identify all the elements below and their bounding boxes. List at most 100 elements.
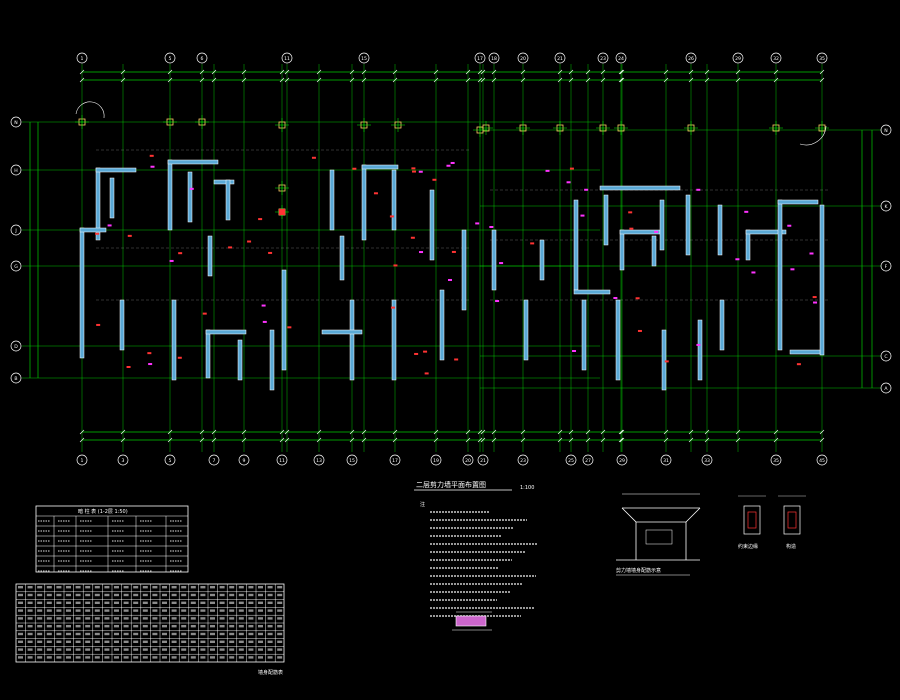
wall-mark	[566, 181, 571, 184]
wall-mark	[572, 350, 577, 353]
legend-title: 暗 柱 表 (1-2层 1:50)	[78, 508, 128, 515]
grid-bubble	[554, 52, 566, 64]
shear-wall	[603, 194, 609, 246]
wall-mark	[628, 211, 633, 214]
wall-mark	[454, 358, 459, 361]
wall-mark	[389, 215, 394, 218]
grid-bubble	[10, 260, 22, 272]
shear-wall	[361, 164, 367, 241]
section-caption: 剪力墙墙身配筋示意	[616, 567, 661, 574]
wall-mark	[247, 240, 252, 243]
grid-bubble	[10, 116, 22, 128]
grid-bubble-label: 1	[81, 458, 84, 464]
grid-bubble-label: 13	[316, 458, 322, 464]
detail-label-b: 构造	[786, 543, 796, 550]
wall-mark	[696, 188, 701, 191]
shear-wall	[685, 194, 691, 256]
wall-mark	[390, 306, 395, 309]
grid-bubble-label: 6	[201, 56, 204, 62]
wall-mark	[751, 271, 756, 274]
grid-bubble-label: 20	[520, 56, 526, 62]
shear-wall	[187, 171, 193, 223]
wall-mark	[373, 192, 378, 195]
wall-mark	[262, 320, 267, 323]
detail-label-a: 约束边缘	[738, 543, 758, 550]
shear-wall	[719, 299, 725, 351]
shear-wall	[717, 204, 723, 256]
grid-bubble	[660, 454, 672, 466]
wall-mark	[202, 312, 207, 315]
shear-wall	[329, 169, 335, 231]
grid-bubble-label: 25	[568, 458, 574, 464]
shear-wall	[237, 339, 243, 381]
grid-bubble-label: 24	[618, 56, 624, 62]
grid-bubble	[880, 200, 892, 212]
grid-bubble	[816, 454, 828, 466]
grid-bubble-label: 33	[704, 458, 710, 464]
wall-mark	[96, 323, 101, 326]
shear-wall	[777, 199, 819, 205]
wall-mark	[424, 372, 429, 375]
wall-mark	[228, 246, 233, 249]
shear-wall	[79, 227, 85, 359]
shear-wall	[659, 199, 665, 251]
shear-wall	[745, 229, 787, 235]
shear-wall	[349, 299, 355, 381]
grid-bubble-label: 35	[773, 458, 779, 464]
grid-bubble	[281, 52, 293, 64]
grid-bubble	[76, 52, 88, 64]
grid-bubble	[880, 260, 892, 272]
grid-bubble-label: 1	[81, 56, 84, 62]
shear-wall	[207, 235, 213, 277]
wall-mark	[637, 329, 642, 332]
grid-bubble-label: 23	[520, 458, 526, 464]
wall-mark	[790, 268, 795, 271]
grid-bubble-label: D	[14, 344, 18, 350]
shear-wall	[79, 227, 107, 233]
grid-bubble-label: 21	[557, 56, 563, 62]
grid-bubble	[238, 454, 250, 466]
grid-bubble	[430, 454, 442, 466]
wall-mark	[613, 297, 618, 300]
grid-bubble-label: 29	[735, 56, 741, 62]
wall-mark	[311, 156, 316, 159]
column-red	[279, 209, 285, 215]
grid-bubble-label: 31	[663, 458, 669, 464]
shear-wall	[109, 177, 115, 219]
wall-mark	[450, 161, 455, 164]
grid-bubble-label: 11	[284, 56, 290, 62]
notes-heading: 注	[420, 501, 425, 508]
shear-wall	[205, 329, 211, 379]
shear-wall	[491, 229, 497, 291]
wall-mark	[178, 252, 183, 255]
grid-bubble-label: C	[884, 354, 887, 360]
wall-mark	[635, 297, 640, 300]
grid-bubble-label: 5	[169, 458, 172, 464]
grid-bubble-label: 17	[477, 56, 483, 62]
grid-bubble	[477, 454, 489, 466]
wall-mark	[696, 343, 701, 346]
grid-bubble-label: A	[884, 386, 888, 392]
wall-mark	[169, 259, 174, 262]
wall-mark	[149, 154, 154, 157]
grid-bubble-label: 5	[169, 56, 172, 62]
shear-wall	[391, 299, 397, 381]
wall-mark	[744, 210, 749, 213]
wall-mark	[150, 165, 155, 168]
grid-bubble	[346, 454, 358, 466]
grid-bubble-label: 20	[465, 458, 471, 464]
wall-mark	[147, 352, 152, 355]
shear-wall	[619, 229, 661, 235]
grid-bubble-label: 15	[349, 458, 355, 464]
grid-bubble	[597, 52, 609, 64]
shear-wall	[213, 179, 235, 185]
shear-wall	[523, 299, 529, 361]
grid-bubble-label: 27	[585, 458, 591, 464]
shear-wall	[697, 319, 703, 381]
wall-mark	[258, 218, 263, 221]
shear-wall	[95, 167, 137, 173]
wall-mark	[423, 350, 428, 353]
schedule-table: 墙身配筋表	[15, 583, 285, 676]
wall-marks	[95, 154, 818, 375]
shear-wall	[439, 289, 445, 361]
